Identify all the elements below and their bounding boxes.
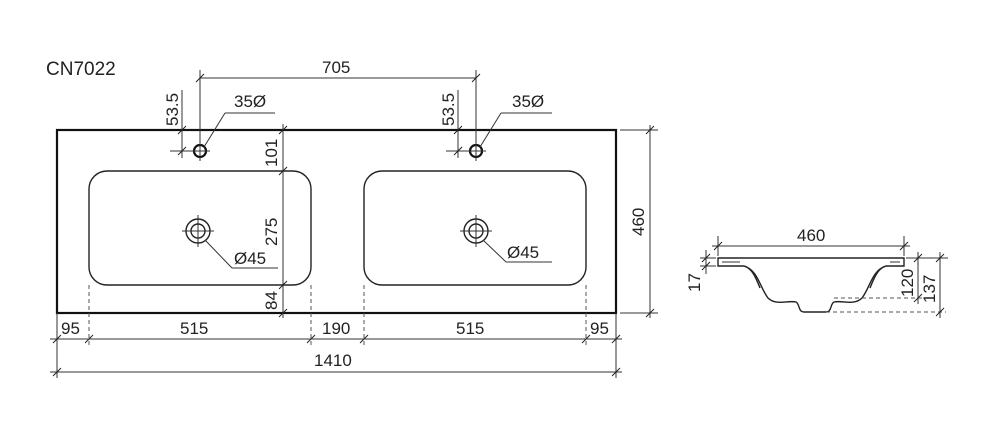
dim-label-53-5-right: 53.5 bbox=[439, 93, 458, 126]
dim-vertical-chain: 101 275 84 bbox=[262, 124, 288, 318]
leader-tap-hole-left: 35Ø bbox=[203, 92, 275, 148]
dim-tap-offset-right: 53.5 bbox=[439, 90, 470, 158]
dim-overall-depth: 460 bbox=[620, 125, 658, 318]
basin-left bbox=[88, 170, 312, 286]
drain-right bbox=[460, 215, 492, 247]
dim-label-190: 190 bbox=[322, 319, 350, 338]
dim-section-total-height: 137 bbox=[920, 252, 945, 318]
dim-label-101: 101 bbox=[262, 139, 281, 167]
dim-label-120: 120 bbox=[898, 269, 917, 297]
dim-label-137: 137 bbox=[920, 275, 939, 303]
dim-label-45-left: Ø45 bbox=[234, 249, 266, 268]
dim-section-bowl-depth: 120 bbox=[898, 252, 923, 304]
dim-label-275: 275 bbox=[262, 218, 281, 246]
dim-tap-spacing: 705 bbox=[195, 58, 481, 145]
dim-label-35-right: 35Ø bbox=[512, 92, 544, 111]
dim-label-95-left: 95 bbox=[61, 319, 80, 338]
section-view: 460 17 120 137 bbox=[685, 226, 948, 318]
dim-label-84: 84 bbox=[262, 291, 281, 310]
dim-overall-width: 1410 bbox=[50, 351, 622, 377]
dim-label-460-section: 460 bbox=[797, 226, 825, 245]
dim-tap-offset-left: 53.5 bbox=[163, 90, 194, 158]
dim-label-515-right: 515 bbox=[456, 319, 484, 338]
leader-tap-hole-right: 35Ø bbox=[479, 92, 552, 148]
dim-label-460-depth: 460 bbox=[629, 208, 648, 236]
dim-label-705: 705 bbox=[322, 58, 350, 77]
top-view: 705 53.5 53.5 35Ø 35Ø bbox=[50, 58, 658, 378]
leader-drain-right: Ø45 bbox=[482, 239, 552, 263]
dim-section-rim: 17 bbox=[685, 250, 716, 292]
leader-drain-left: Ø45 bbox=[204, 239, 278, 269]
basin-right bbox=[363, 170, 587, 286]
dim-width-chain: 95 515 190 515 95 bbox=[50, 319, 622, 344]
dim-label-95-right: 95 bbox=[590, 319, 609, 338]
dim-section-width: 460 bbox=[712, 226, 910, 256]
dim-label-53-5-left: 53.5 bbox=[163, 93, 182, 126]
dim-label-17: 17 bbox=[685, 273, 704, 292]
dim-label-515-left: 515 bbox=[180, 319, 208, 338]
drain-left bbox=[182, 215, 214, 247]
model-label: CN7022 bbox=[46, 59, 116, 80]
dim-label-1410: 1410 bbox=[314, 351, 352, 370]
countertop-outline bbox=[55, 128, 618, 315]
dim-label-35-left: 35Ø bbox=[234, 92, 266, 111]
dim-label-45-right: Ø45 bbox=[507, 243, 539, 262]
